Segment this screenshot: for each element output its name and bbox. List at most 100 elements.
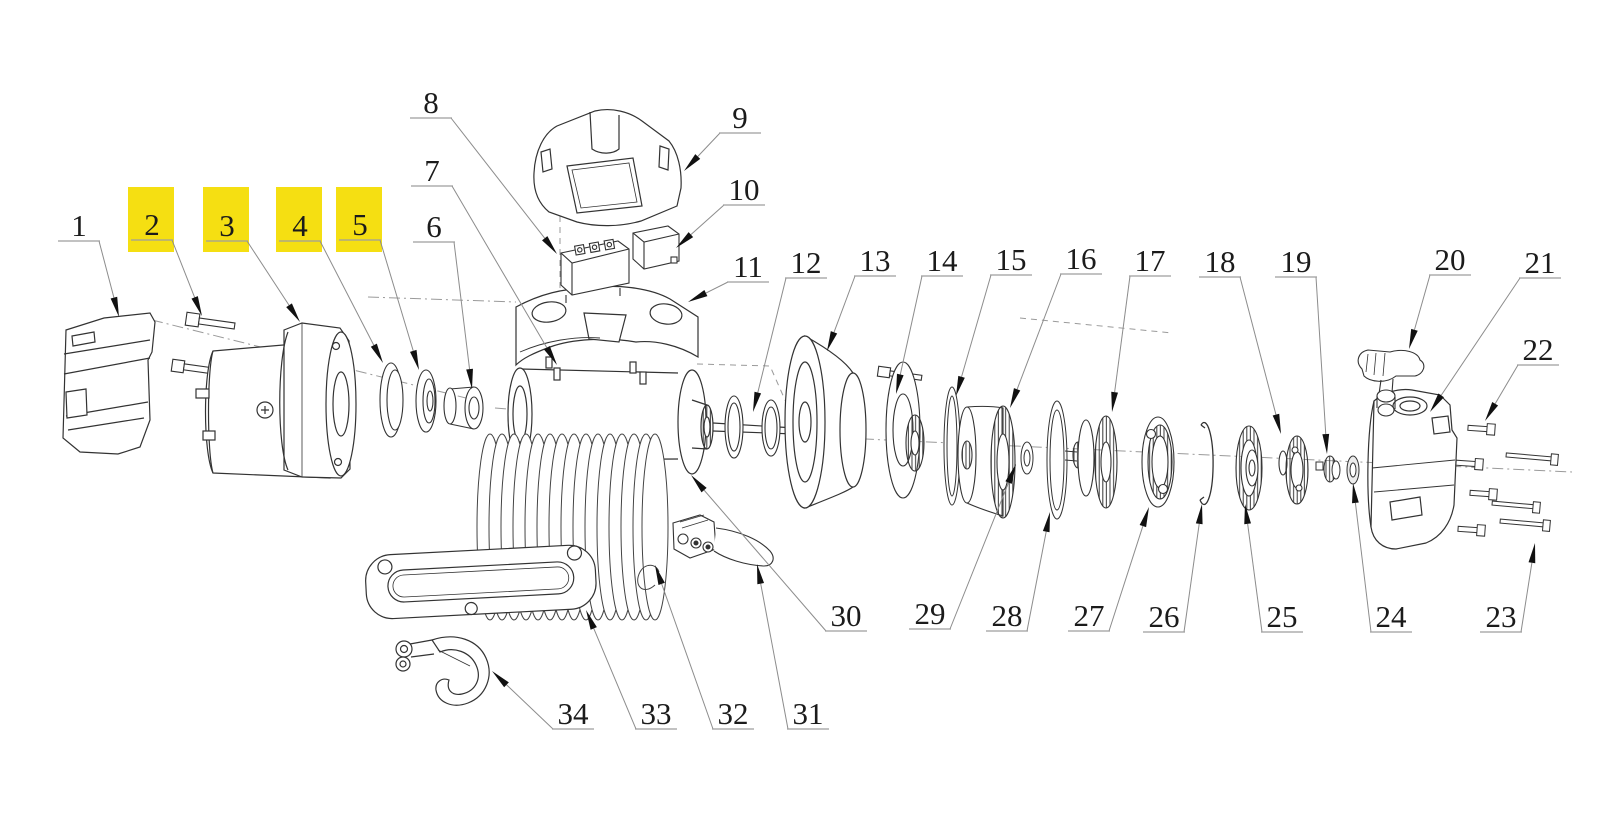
leader-line-14: [899, 275, 923, 375]
leader-arrowhead-9: [684, 154, 701, 171]
leader-line-30: [703, 489, 827, 632]
leader-line-19: [1315, 276, 1327, 435]
callout-26: 26: [1149, 599, 1180, 634]
callout-23: 23: [1486, 599, 1517, 634]
leader-arrowhead-20: [1409, 328, 1418, 349]
leader-arrowhead-27: [1139, 507, 1149, 528]
callout-28: 28: [992, 598, 1023, 633]
drum-support-drawing: [784, 334, 867, 509]
gasket-drawing: [943, 386, 961, 506]
callout-25: 25: [1267, 599, 1298, 634]
leader-arrowhead-12: [753, 391, 762, 412]
leader-arrowhead-22: [1485, 402, 1499, 421]
end-cap-drawing: [1346, 455, 1360, 485]
leader-line-28: [1026, 531, 1047, 632]
callout-2: 2: [144, 207, 160, 242]
callout-24: 24: [1376, 599, 1408, 634]
leader-line-8: [450, 117, 546, 239]
leader-arrowhead-8: [542, 236, 557, 254]
tie-bar-drawing: [515, 285, 699, 385]
washer-drawing: [1020, 441, 1034, 475]
leader-line-34: [506, 684, 554, 730]
leader-arrowhead-18: [1272, 413, 1281, 434]
leader-arrowhead-10: [676, 232, 694, 248]
wavy-gasket-drawing: [1046, 400, 1068, 520]
leader-line-6: [453, 241, 471, 370]
callout-34: 34: [558, 696, 590, 731]
leader-line-24: [1354, 502, 1372, 633]
leader-line-27: [1108, 525, 1144, 632]
leader-arrowhead-17: [1111, 391, 1118, 412]
callout-1: 1: [71, 208, 87, 243]
leader-line-12: [757, 277, 787, 393]
clutch-gear-drawing: [1235, 425, 1263, 511]
leader-line-22: [1494, 364, 1519, 405]
leader-line-13: [833, 275, 856, 333]
ring-gear-drawing: [1141, 416, 1175, 508]
callout-13: 13: [860, 243, 891, 278]
highlight-5: [336, 187, 382, 252]
leader-arrowhead-5: [409, 349, 419, 370]
leader-arrowhead-24: [1352, 483, 1359, 504]
callout-6: 6: [426, 209, 442, 244]
callout-32: 32: [718, 696, 749, 731]
leader-arrowhead-15: [956, 375, 965, 396]
fairlead-drawing: [365, 544, 597, 620]
leader-line-31: [760, 583, 789, 730]
leader-arrowhead-29: [1005, 464, 1016, 484]
contactor-drawing: [632, 225, 680, 270]
drum-bushing-drawing: [443, 386, 484, 430]
callout-17: 17: [1135, 243, 1166, 278]
leader-arrowhead-28: [1042, 512, 1050, 533]
callout-10: 10: [729, 172, 760, 207]
leader-line-23: [1520, 562, 1533, 633]
leader-line-4: [319, 240, 375, 346]
leader-line-20: [1413, 274, 1431, 330]
callout-5: 5: [352, 207, 368, 242]
leader-arrowhead-19: [1322, 433, 1330, 454]
leader-arrowhead-14: [896, 373, 904, 394]
leader-arrowhead-7: [543, 346, 557, 365]
leader-line-1: [98, 240, 115, 298]
callout-30: 30: [831, 598, 862, 633]
leader-line-21: [1440, 277, 1521, 396]
leader-arrowhead-11: [688, 290, 708, 302]
control-box-drawing: [560, 238, 630, 303]
leader-arrowhead-31: [757, 564, 765, 585]
leader-arrowhead-32: [655, 565, 665, 585]
callout-7: 7: [424, 153, 440, 188]
planet-carrier2-drawing: [1064, 415, 1118, 509]
callout-12: 12: [791, 245, 822, 280]
short-bolts-drawing: [1455, 423, 1498, 537]
callout-18: 18: [1205, 244, 1236, 279]
callout-21: 21: [1525, 245, 1556, 280]
leader-line-3: [246, 240, 290, 306]
leader-arrowhead-1: [110, 296, 119, 317]
thrust-washers-drawing: [724, 395, 781, 459]
callout-3: 3: [219, 208, 235, 243]
callout-27: 27: [1074, 598, 1105, 633]
leader-arrowhead-34: [492, 671, 509, 688]
callout-29: 29: [915, 596, 946, 631]
leader-line-26: [1183, 523, 1200, 633]
leader-arrowhead-25: [1244, 504, 1252, 525]
spacer-ring-drawing: [415, 369, 437, 433]
leader-arrowhead-23: [1528, 543, 1536, 564]
remote-control-drawing: [672, 514, 774, 567]
callout-15: 15: [996, 242, 1027, 277]
long-bolts-drawing: [1491, 452, 1559, 532]
leader-arrowhead-13: [827, 331, 838, 351]
leader-line-11: [705, 281, 729, 294]
callout-33: 33: [641, 696, 672, 731]
leader-line-29: [949, 482, 1010, 630]
leader-arrowhead-21: [1430, 393, 1444, 412]
leader-line-16: [1016, 273, 1062, 390]
callout-4: 4: [292, 208, 308, 243]
leader-line-33: [593, 628, 637, 730]
leader-arrowhead-6: [466, 368, 473, 389]
leader-arrowhead-3: [286, 303, 300, 322]
adapter-plate-drawing: [876, 361, 925, 499]
snap-ring-drawing: [1199, 421, 1214, 506]
